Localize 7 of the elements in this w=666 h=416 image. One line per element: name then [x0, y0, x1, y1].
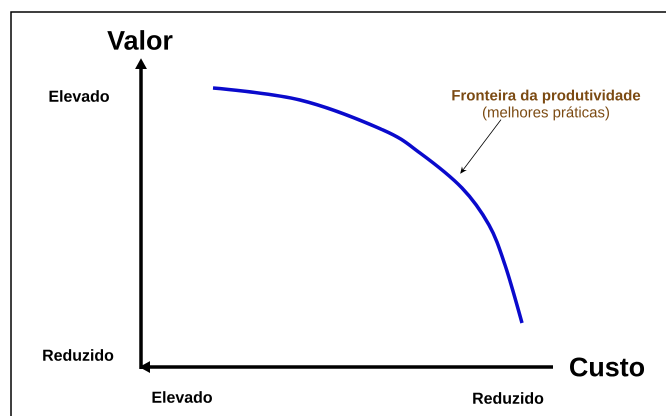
axis-level-label: Reduzido	[473, 392, 544, 404]
annotation-text: Fronteira da produtividade (melhores práticas)	[452, 90, 640, 120]
axis-level-label: Elevado	[50, 90, 109, 102]
axis-title: Valor	[107, 30, 172, 50]
axis-level-label: Reduzido	[43, 349, 114, 361]
axis-title: Custo	[570, 357, 644, 377]
axis-level-label: Elevado	[152, 391, 212, 403]
